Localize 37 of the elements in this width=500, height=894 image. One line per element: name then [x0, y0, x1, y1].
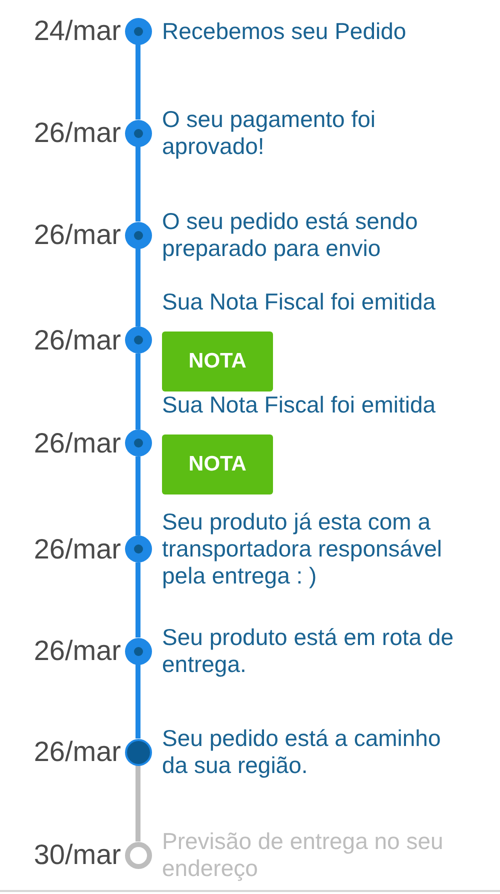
status-text: Previsão de entrega no seu endereço: [162, 828, 444, 882]
status-text: Seu produto está em rota de entrega.: [162, 624, 455, 678]
timeline-line: [136, 146, 140, 222]
timeline-line: [136, 248, 140, 326]
timeline-dot: [124, 738, 152, 766]
date-label: 26/mar: [34, 117, 121, 149]
status-text: O seu pagamento foi aprovado!: [162, 106, 377, 160]
timeline-line: [136, 562, 140, 638]
date-label: 26/mar: [34, 533, 121, 565]
invoice-button: NOTA: [162, 332, 273, 392]
timeline-line: [136, 664, 140, 738]
timeline-dot: [124, 842, 152, 868]
timeline-dot: [124, 638, 152, 664]
date-label: 26/mar: [34, 736, 121, 768]
date-label: 30/mar: [34, 839, 121, 871]
timeline-dot: [124, 326, 152, 354]
date-label: 26/mar: [34, 635, 121, 667]
status-text: O seu pedido está sendo preparado para envio: [162, 208, 419, 262]
status-text: Sua Nota Fiscal foi emitida: [162, 392, 436, 418]
timeline-line: [136, 766, 140, 842]
timeline-dot: [124, 120, 152, 146]
invoice-button: NOTA: [162, 434, 273, 494]
date-label: 26/mar: [34, 324, 121, 356]
date-label: 26/mar: [34, 219, 121, 251]
timeline-dot: [124, 536, 152, 562]
timeline-line: [136, 456, 140, 536]
status-text: Seu produto já esta com a transportadora responsável pela entrega : ): [162, 508, 443, 590]
date-label: 26/mar: [34, 427, 121, 459]
status-text: Recebemos seu Pedido: [162, 18, 406, 44]
timeline-dot: [124, 222, 152, 248]
timeline-line: [136, 44, 140, 120]
timeline-line: [136, 354, 140, 430]
date-label: 24/mar: [34, 15, 121, 47]
status-text: Sua Nota Fiscal foi emitida: [162, 288, 436, 316]
timeline-dot: [124, 18, 152, 44]
status-text: Seu pedido está a caminho da sua região.: [162, 725, 442, 779]
timeline-dot: [124, 430, 152, 456]
